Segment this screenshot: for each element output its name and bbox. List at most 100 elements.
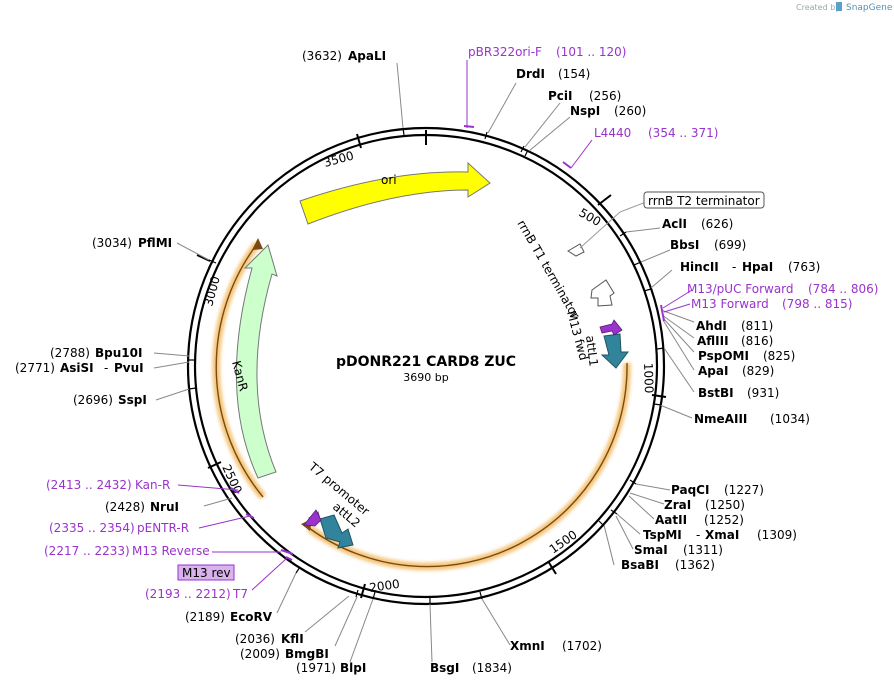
smai-label[interactable]: SmaI bbox=[634, 543, 668, 557]
tick-label-500: 500 bbox=[577, 205, 604, 229]
acli-label[interactable]: AclI bbox=[662, 217, 687, 231]
m13-fwd-arrow[interactable] bbox=[599, 319, 623, 336]
acli-pos: (626) bbox=[701, 217, 733, 231]
nrui-pos: (2428) bbox=[105, 500, 145, 514]
paqci-pos: (1227) bbox=[724, 483, 764, 497]
tspmi-pos: (1309) bbox=[757, 528, 797, 542]
xmai-label[interactable]: XmaI bbox=[705, 528, 739, 542]
selection-arc-right bbox=[308, 362, 628, 568]
zrai-pos: (1250) bbox=[705, 498, 745, 512]
site-cut-marks bbox=[188, 127, 665, 604]
m13r-label[interactable]: M13 Reverse bbox=[132, 544, 210, 558]
bpu10i-label[interactable]: Bpu10I bbox=[95, 346, 142, 360]
pbr322-label[interactable]: pBR322ori-F bbox=[468, 45, 542, 59]
attl1-feature[interactable] bbox=[600, 333, 629, 369]
xmni-pos: (1702) bbox=[562, 639, 602, 653]
tick-2500 bbox=[207, 461, 222, 469]
sspi-pos: (2696) bbox=[73, 393, 113, 407]
hincii-sep: - bbox=[732, 260, 736, 274]
paqci-label[interactable]: PaqCI bbox=[671, 483, 709, 497]
drdi-label[interactable]: DrdI bbox=[516, 67, 545, 81]
smai-pos: (1311) bbox=[683, 543, 723, 557]
ecorv-pos: (2189) bbox=[185, 610, 225, 624]
t7-label[interactable]: T7 bbox=[232, 587, 248, 601]
pentr-range: (2335 .. 2354) bbox=[49, 521, 135, 535]
pflmi-pos: (3034) bbox=[92, 236, 132, 250]
bpu10i-pos: (2788) bbox=[50, 346, 90, 360]
bstbi-label[interactable]: BstBI bbox=[698, 386, 734, 400]
bsgi-pos: (1834) bbox=[472, 661, 512, 675]
kanr-primer-label[interactable]: Kan-R bbox=[135, 478, 170, 492]
rrnb-t2-terminator-feature[interactable] bbox=[567, 243, 585, 257]
rrnb-t2-label: rrnB T2 terminator bbox=[648, 194, 760, 208]
m13puc-label[interactable]: M13/pUC Forward bbox=[687, 282, 794, 296]
nmeaiii-label[interactable]: NmeAIII bbox=[694, 412, 747, 426]
ahdi-label[interactable]: AhdI bbox=[696, 319, 727, 333]
afliii-label[interactable]: AflIII bbox=[697, 334, 729, 348]
zrai-label[interactable]: ZraI bbox=[664, 498, 691, 512]
plasmid-length: 3690 bp bbox=[403, 371, 448, 384]
bmgbi-label[interactable]: BmgBI bbox=[285, 647, 329, 661]
pvui-label[interactable]: PvuI bbox=[114, 361, 144, 375]
pflmi-label[interactable]: PflMI bbox=[138, 236, 172, 250]
nspi-pos: (260) bbox=[614, 104, 646, 118]
nspi-label[interactable]: NspI bbox=[570, 104, 600, 118]
pbr322-range: (101 .. 120) bbox=[556, 45, 626, 59]
afliii-pos: (816) bbox=[741, 334, 773, 348]
hincii-label[interactable]: HincII bbox=[680, 260, 719, 274]
bstbi-pos: (931) bbox=[747, 386, 779, 400]
apai-label[interactable]: ApaI bbox=[698, 364, 728, 378]
m13f-label[interactable]: M13 Forward bbox=[691, 297, 769, 311]
tick-1500 bbox=[547, 560, 557, 575]
m13-rev-label: M13 rev bbox=[182, 566, 231, 580]
m13-rev-box[interactable] bbox=[177, 564, 235, 581]
backbone-outer bbox=[186, 126, 666, 606]
tspmi-label[interactable]: TspMI bbox=[643, 528, 682, 542]
ecorv-label[interactable]: EcoRV bbox=[230, 610, 273, 624]
hpai-label[interactable]: HpaI bbox=[742, 260, 773, 274]
snapgene-icon bbox=[836, 2, 842, 11]
rrnb-t2-terminator-box[interactable] bbox=[643, 191, 765, 209]
l4440-label[interactable]: L4440 bbox=[594, 126, 631, 140]
selection-arrow-left bbox=[252, 238, 263, 250]
tick-label-3500: 3500 bbox=[322, 148, 355, 169]
kfli-pos: (2036) bbox=[235, 632, 275, 646]
ori-label: ori bbox=[381, 173, 397, 187]
apali-label[interactable]: ApaLI bbox=[348, 49, 386, 63]
tspmi-sep: - bbox=[696, 528, 700, 542]
bsgi-label[interactable]: BsgI bbox=[430, 661, 459, 675]
blpi-label[interactable]: BlpI bbox=[340, 661, 366, 675]
bbsi-label[interactable]: BbsI bbox=[670, 238, 699, 252]
t7-range: (2193 .. 2212) bbox=[145, 587, 231, 601]
pentr-label[interactable]: pENTR-R bbox=[137, 521, 189, 535]
kanr-primer-range: (2413 .. 2432) bbox=[46, 478, 132, 492]
rrnb-t1-label: rrnB T1 terminator bbox=[514, 218, 582, 322]
attl2-feature[interactable] bbox=[319, 514, 354, 549]
aatii-label[interactable]: AatII bbox=[655, 513, 687, 527]
drdi-pos: (154) bbox=[558, 67, 590, 81]
kanr-feature[interactable] bbox=[235, 244, 278, 479]
m13-rev-arrow[interactable] bbox=[303, 509, 322, 527]
apai-pos: (829) bbox=[742, 364, 774, 378]
pspomi-label[interactable]: PspOMI bbox=[698, 349, 749, 363]
bsabi-pos: (1362) bbox=[675, 558, 715, 572]
kfli-label[interactable]: KflI bbox=[281, 632, 304, 646]
tick-3000 bbox=[196, 254, 211, 262]
nmeaiii-pos: (1034) bbox=[770, 412, 810, 426]
snapgene-logo: SnapGene bbox=[846, 3, 893, 13]
pcii-label[interactable]: PciI bbox=[548, 89, 573, 103]
xmni-label[interactable]: XmnI bbox=[510, 639, 545, 653]
asisi-label[interactable]: AsiSI bbox=[60, 361, 94, 375]
bsabi-label[interactable]: BsaBI bbox=[621, 558, 659, 572]
nrui-label[interactable]: NruI bbox=[150, 500, 179, 514]
pspomi-pos: (825) bbox=[763, 349, 795, 363]
ori-feature[interactable] bbox=[299, 161, 491, 225]
tick-label-1000: 1000 bbox=[641, 363, 656, 394]
highlight-arc-right bbox=[306, 362, 632, 571]
rrnb-t1-terminator-feature[interactable] bbox=[590, 279, 615, 307]
ahdi-pos: (811) bbox=[741, 319, 773, 333]
tick-2000 bbox=[360, 583, 366, 599]
sspi-label[interactable]: SspI bbox=[118, 393, 147, 407]
